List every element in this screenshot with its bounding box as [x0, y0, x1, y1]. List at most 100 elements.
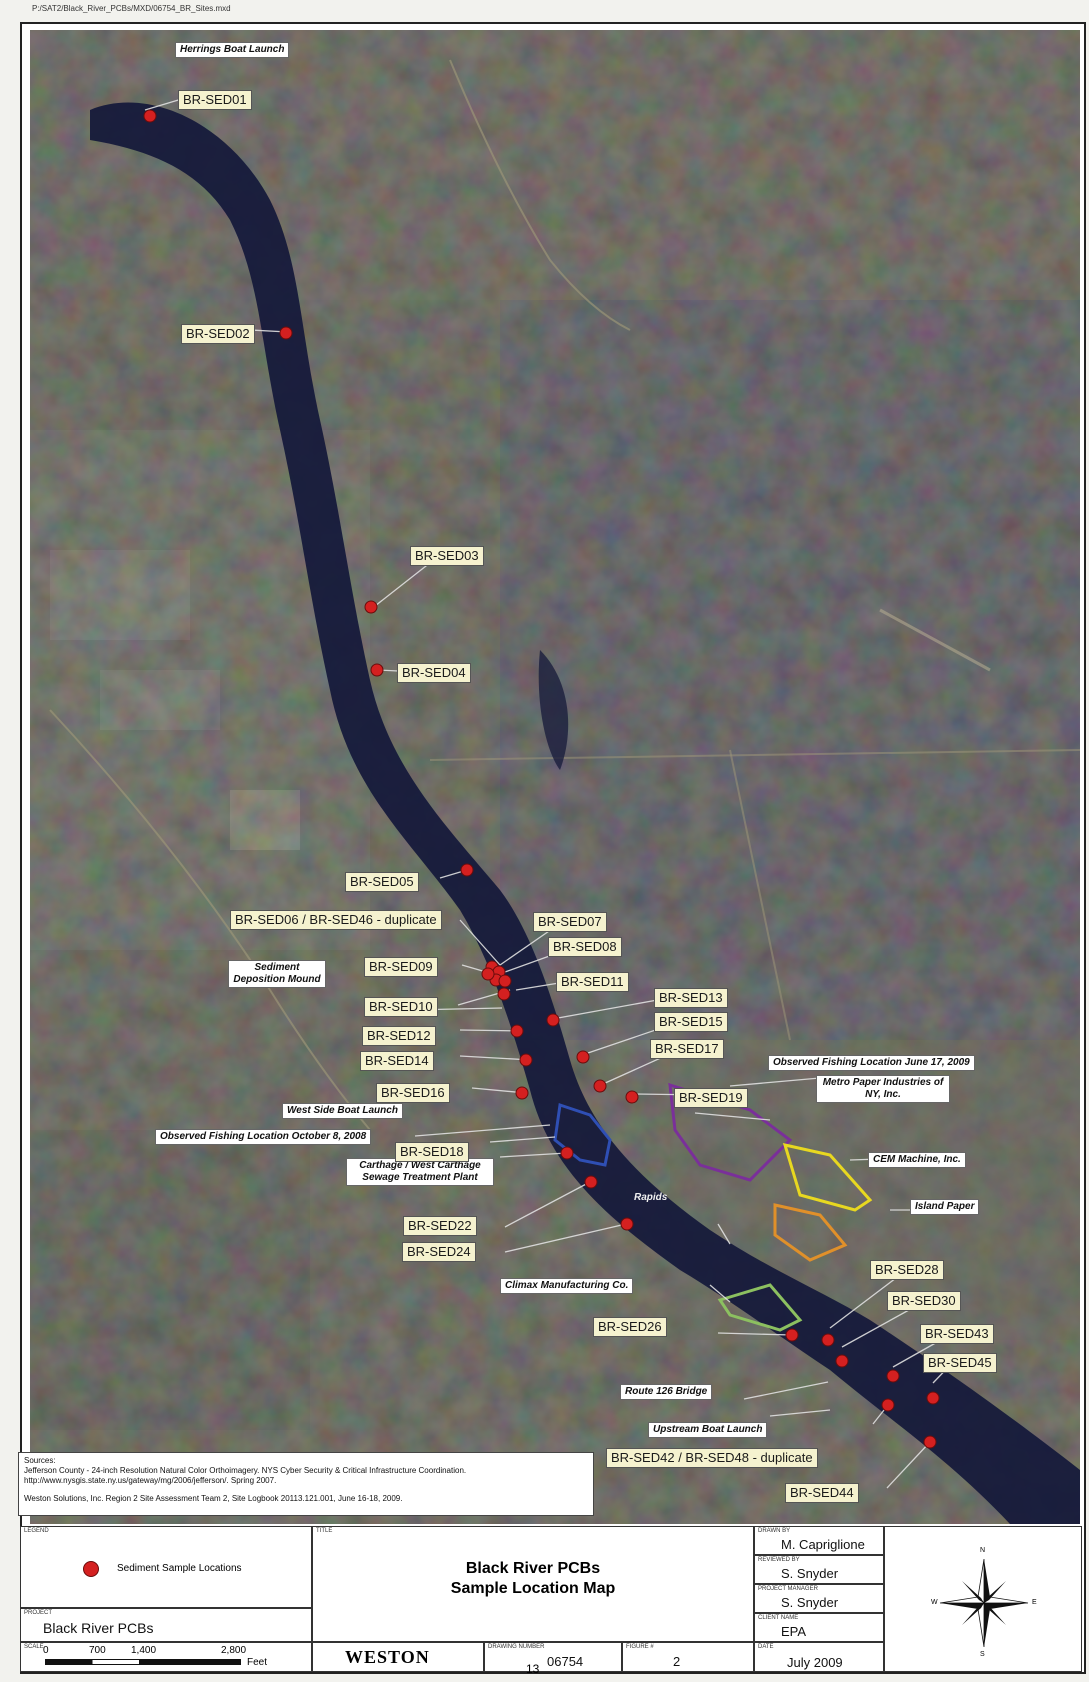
callout-climax-manufacturing[interactable]: Climax Manufacturing Co.: [500, 1278, 634, 1294]
label-br-sed05[interactable]: BR-SED05: [345, 872, 419, 892]
compass-rose-icon: [939, 1558, 1029, 1648]
scale-tick-0: 0: [43, 1645, 49, 1656]
callout-route-126-bridge[interactable]: Route 126 Bridge: [620, 1384, 713, 1400]
marker-br-sed24: [620, 1217, 634, 1231]
label-br-sed10[interactable]: BR-SED10: [364, 997, 438, 1017]
title-block: Date Legend Sediment Sample Locations Pr…: [20, 1526, 1082, 1676]
callout-metro-paper[interactable]: Metro Paper Industries of NY, Inc.: [816, 1075, 950, 1103]
scale-box: Scale 0 700 1,400 2,800 Feet: [20, 1642, 312, 1672]
callout-west-side-boat-launch[interactable]: West Side Boat Launch: [282, 1103, 403, 1119]
label-br-sed26[interactable]: BR-SED26: [593, 1317, 667, 1337]
label-br-sed17[interactable]: BR-SED17: [650, 1039, 724, 1059]
file-path: P:/SAT2/Black_River_PCBs/MXD/06754_BR_Si…: [32, 4, 231, 13]
marker-br-sed11: [498, 974, 512, 988]
client-box: Client Name EPA: [754, 1613, 884, 1642]
map-title: Black River PCBs Sample Location Map: [313, 1559, 753, 1599]
label-br-sed13[interactable]: BR-SED13: [654, 988, 728, 1008]
map-date: July 2009: [787, 1655, 843, 1670]
label-br-sed30[interactable]: BR-SED30: [887, 1291, 961, 1311]
client-caption: Client Name: [758, 1615, 799, 1621]
drawing-number-box: Drawing Number 06754: [484, 1642, 622, 1672]
drawn-by: M. Capriglione: [781, 1537, 865, 1552]
label-br-sed16[interactable]: BR-SED16: [376, 1083, 450, 1103]
label-br-sed07[interactable]: BR-SED07: [533, 912, 607, 932]
road: [429, 749, 1080, 761]
label-br-sed44[interactable]: BR-SED44: [785, 1483, 859, 1503]
label-br-sed06-46-duplicate[interactable]: BR-SED06 / BR-SED46 - duplicate: [230, 910, 442, 930]
label-br-sed01[interactable]: BR-SED01: [178, 90, 252, 110]
figure-number: 2: [673, 1654, 681, 1669]
road: [449, 59, 631, 331]
callout-herrings-boat-launch[interactable]: Herrings Boat Launch: [175, 42, 290, 58]
label-br-sed18[interactable]: BR-SED18: [395, 1142, 469, 1162]
label-br-sed42-48-duplicate[interactable]: BR-SED42 / BR-SED48 - duplicate: [606, 1448, 818, 1468]
compass-n: N: [980, 1547, 986, 1554]
figure-caption: Figure #: [626, 1644, 654, 1650]
marker-br-sed28: [821, 1333, 835, 1347]
marker-br-sed44: [923, 1435, 937, 1449]
sources-line: http://www.nysgis.state.ny.us/gateway/mg…: [24, 1476, 277, 1485]
marker-br-sed16: [515, 1086, 529, 1100]
road: [879, 608, 991, 672]
marker-br-sed17: [593, 1079, 607, 1093]
reviewed-by-caption: Reviewed By: [758, 1557, 800, 1563]
cem-machine-outline: [782, 1142, 873, 1212]
label-br-sed08[interactable]: BR-SED08: [548, 937, 622, 957]
label-br-sed09[interactable]: BR-SED09: [364, 957, 438, 977]
legend-caption: Legend: [24, 1528, 49, 1534]
sewage-plant-outline: [553, 1103, 612, 1167]
logo-box: WESTON: [312, 1642, 484, 1672]
label-br-sed15[interactable]: BR-SED15: [654, 1012, 728, 1032]
marker-br-sed09: [481, 967, 495, 981]
marker-br-sed18: [560, 1146, 574, 1160]
island-paper-outline: [773, 1203, 848, 1262]
label-br-sed14[interactable]: BR-SED14: [360, 1051, 434, 1071]
marker-br-sed01: [143, 109, 157, 123]
label-br-sed19[interactable]: BR-SED19: [674, 1088, 748, 1108]
reviewed-by: S. Snyder: [781, 1566, 839, 1581]
map-title-line1: Black River PCBs: [465, 1560, 601, 1577]
project-manager-caption: Project Manager: [758, 1586, 818, 1592]
aerial-map[interactable]: Herrings Boat Launch Sediment Deposition…: [30, 30, 1080, 1524]
label-br-sed04[interactable]: BR-SED04: [397, 663, 471, 683]
north-arrow-box: N S E W: [884, 1526, 1082, 1672]
sources-line: Weston Solutions, Inc. Region 2 Site Ass…: [24, 1494, 403, 1503]
label-br-sed03[interactable]: BR-SED03: [410, 546, 484, 566]
date-caption: Date: [758, 1644, 774, 1650]
label-br-sed28[interactable]: BR-SED28: [870, 1260, 944, 1280]
callout-island-paper[interactable]: Island Paper: [910, 1199, 980, 1215]
project-caption: Project: [24, 1610, 53, 1616]
label-br-sed02[interactable]: BR-SED02: [181, 324, 255, 344]
label-br-sed12[interactable]: BR-SED12: [362, 1026, 436, 1046]
marker-br-sed43: [886, 1369, 900, 1383]
sources-box: Sources: Jefferson County - 24-inch Reso…: [18, 1452, 594, 1516]
aerial-map-canvas: [30, 30, 1080, 1524]
project-box: Project Black River PCBs: [20, 1608, 312, 1642]
callout-sewage-treatment-plant[interactable]: Carthage / West Carthage Sewage Treatmen…: [346, 1158, 494, 1186]
sample-markers: [143, 109, 940, 1449]
label-br-sed45[interactable]: BR-SED45: [923, 1353, 997, 1373]
scale-caption: Scale: [24, 1644, 44, 1650]
label-br-sed43[interactable]: BR-SED43: [920, 1324, 994, 1344]
marker-br-sed15: [576, 1050, 590, 1064]
page-number: 13: [526, 1662, 540, 1676]
label-br-sed24[interactable]: BR-SED24: [402, 1242, 476, 1262]
title-caption: Title: [316, 1528, 333, 1534]
metro-paper-outline: [668, 1082, 793, 1182]
sources-line: Jefferson County - 24-inch Resolution Na…: [24, 1466, 467, 1475]
label-br-sed11[interactable]: BR-SED11: [556, 972, 629, 992]
callout-observed-fishing-june[interactable]: Observed Fishing Location June 17, 2009: [768, 1055, 975, 1071]
compass-s: S: [980, 1651, 985, 1658]
callout-sediment-deposition-mound[interactable]: Sediment Deposition Mound: [228, 960, 326, 988]
drawing-number: 06754: [547, 1654, 584, 1669]
callout-upstream-boat-launch[interactable]: Upstream Boat Launch: [648, 1422, 768, 1438]
marker-br-sed26: [785, 1328, 799, 1342]
drawing-number-caption: Drawing Number: [488, 1644, 545, 1650]
callout-cem-machine[interactable]: CEM Machine, Inc.: [868, 1152, 966, 1168]
marker-br-sed05: [460, 863, 474, 877]
label-br-sed22[interactable]: BR-SED22: [403, 1216, 477, 1236]
compass-e: E: [1032, 1599, 1037, 1606]
callout-observed-fishing-october[interactable]: Observed Fishing Location October 8, 200…: [155, 1129, 372, 1145]
callout-rapids[interactable]: Rapids: [634, 1192, 668, 1203]
scale-bar: [45, 1659, 241, 1665]
